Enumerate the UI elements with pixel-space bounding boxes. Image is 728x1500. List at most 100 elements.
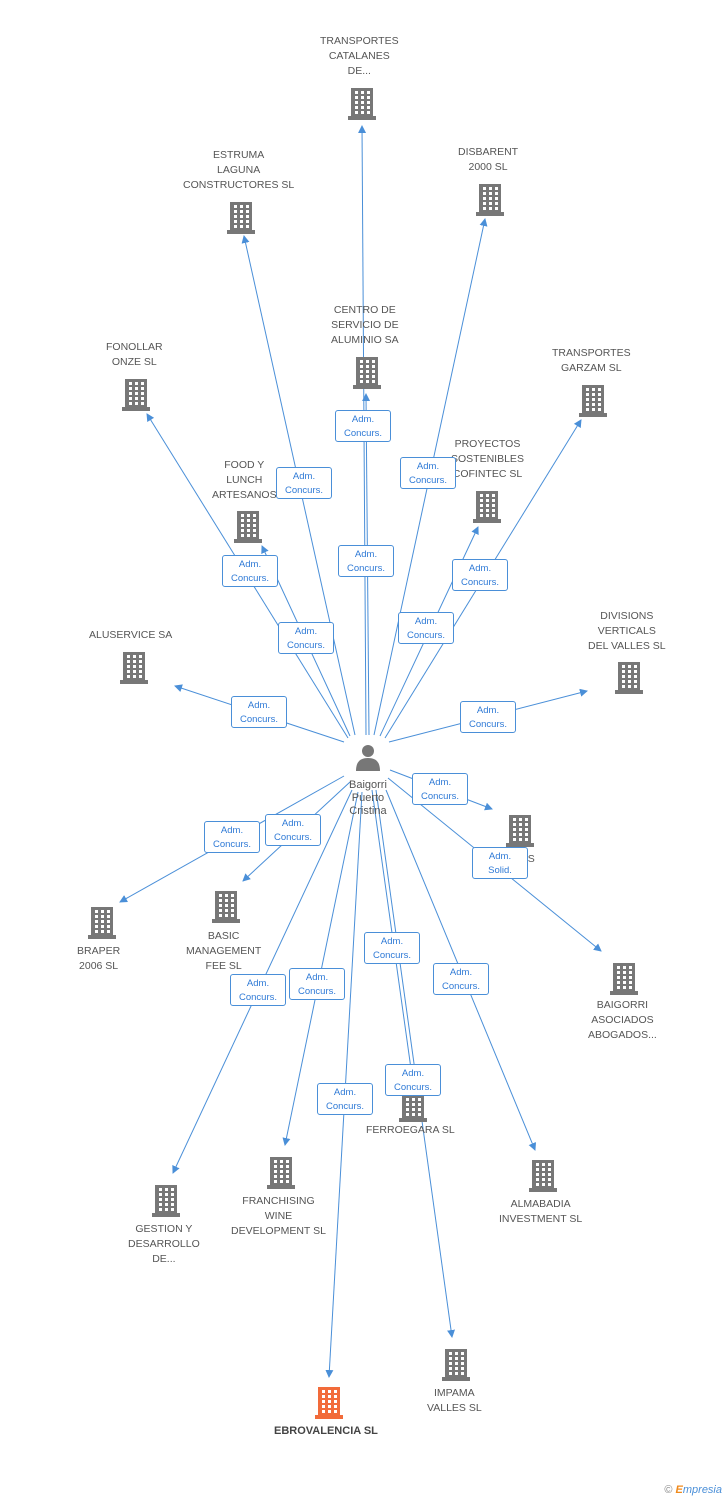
relation-tag-line: Adm. [292,471,316,482]
relation-tag-line: Adm. [449,967,473,978]
relation-tag-line: Concurs. [408,475,447,486]
company-label-line: SOSTENIBLES [451,453,524,465]
company-label-line: EBROVALENCIA SL [274,1425,378,1437]
company-label-ebrovalencia[interactable]: EBROVALENCIA SL [274,1424,378,1439]
relation-tag-estruma-laguna[interactable]: Adm.Concurs. [276,467,332,499]
relation-tag-gestion-desarrollo[interactable]: Adm.Concurs. [230,974,286,1006]
relation-tag-line: Adm. [414,616,438,627]
company-label-almabadia[interactable]: ALMABADIA INVESTMENT SL [499,1197,582,1227]
company-label-line: FRANCHISING [242,1195,315,1207]
building-icon[interactable] [226,200,256,234]
person-name-line: Baigorri [349,779,387,791]
building-icon[interactable] [266,1155,296,1189]
relation-tag-centro-servicio-aluminio[interactable]: Adm.Concurs. [338,545,394,577]
company-label-line: MANAGEMENT [186,945,262,957]
company-label-line: ALMABADIA [510,1198,571,1210]
building-icon[interactable] [233,509,263,543]
relation-tag-line: Adm. [281,818,305,829]
building-icon[interactable] [119,650,149,684]
relation-tag-line: Adm. [305,972,329,983]
relation-tag-asociados-sa[interactable]: Adm.Concurs. [412,773,468,805]
relation-tag-impama-valles[interactable]: Adm.Concurs. [385,1064,441,1096]
brand-name: mpresia [682,1484,722,1496]
building-icon[interactable] [441,1347,471,1381]
building-icon[interactable] [352,355,382,389]
relation-tag-baigorri-asociados[interactable]: Adm.Solid. [472,847,528,879]
company-label-line: DEL VALLES SL [588,640,666,652]
company-label-line: DESARROLLO [128,1238,200,1250]
building-icon[interactable] [347,86,377,120]
relation-tag-line: Concurs. [212,839,251,850]
building-icon[interactable] [475,182,505,216]
company-label-line: FERROEGARA SL [366,1124,455,1136]
relation-tag-transportes-catalanes[interactable]: Adm.Concurs. [335,410,391,442]
relation-tag-food-lunch[interactable]: Adm.Concurs. [278,622,334,654]
company-label-line: ASOCIADOS [591,1014,654,1026]
relation-tag-divisions-verticals[interactable]: Adm.Concurs. [460,701,516,733]
relation-tag-braper-2006[interactable]: Adm. Concurs. [204,821,260,853]
company-label-line: ONZE SL [111,356,157,368]
company-label-aluservice[interactable]: ALUSERVICE SA [89,628,172,643]
relation-tag-line: Solid. [488,865,512,876]
company-label-fonollar-onze[interactable]: FONOLLAR ONZE SL [106,340,163,370]
relation-tag-ferroegara[interactable]: Adm.Concurs. [364,932,420,964]
company-label-line: COFINTEC SL [452,468,523,480]
company-label-line: FEE SL [205,960,242,972]
building-icon[interactable] [578,383,608,417]
company-label-line: SERVICIO DE [331,319,399,331]
relation-tag-line: Concurs. [297,986,336,997]
relation-tag-line: Concurs. [460,577,499,588]
building-icon[interactable] [211,889,241,923]
building-icon[interactable] [505,813,535,847]
company-label-line: 2000 SL [468,161,508,173]
relation-tag-line: Adm. [220,825,244,836]
building-icon[interactable] [614,660,644,694]
relation-tag-line: Adm. [401,1068,425,1079]
company-label-line: CATALANES [328,50,390,62]
relation-tag-almabadia[interactable]: Adm.Concurs. [433,963,489,995]
person-icon[interactable] [353,742,383,772]
building-icon[interactable] [121,377,151,411]
building-icon[interactable] [472,489,502,523]
relation-tag-proyectos-sostenibles[interactable]: Adm.Concurs. [398,612,454,644]
building-icon[interactable] [87,905,117,939]
relation-tag-fonollar-onze[interactable]: Adm.Concurs. [222,555,278,587]
building-icon[interactable] [314,1385,344,1419]
edge-impama-valles [375,789,455,1338]
company-label-ferroegara[interactable]: FERROEGARA SL [366,1123,455,1138]
company-label-line: FONOLLAR [106,341,163,353]
building-icon[interactable] [609,961,639,995]
company-label-line: 2006 SL [79,960,119,972]
company-label-line: DISBARENT [458,146,519,158]
company-label-line: CENTRO DE [333,304,396,316]
relation-tag-transportes-garzam[interactable]: Adm.Concurs. [452,559,508,591]
building-icon[interactable] [151,1183,181,1217]
company-label-line: ABOGADOS... [588,1029,657,1041]
relation-tag-line: Concurs. [325,1101,364,1112]
relation-tag-franchising-wine[interactable]: Adm. Concurs. [289,968,345,1000]
company-label-line: INVESTMENT SL [499,1213,583,1225]
relation-tag-line: Concurs. [238,992,277,1003]
relation-tag-disbarent-2000[interactable]: Adm.Concurs. [400,457,456,489]
relation-tag-line: Adm. [354,549,378,560]
relation-tag-ebrovalencia[interactable]: Adm.Concurs. [317,1083,373,1115]
relation-tag-basic-management[interactable]: Adm.Concurs. [265,814,321,846]
company-label-disbarent-2000[interactable]: DISBARENT 2000 SL [458,145,518,175]
relation-tag-aluservice[interactable]: Adm.Concurs. [231,696,287,728]
empresia-watermark: © Empresia [664,1484,722,1496]
building-icon[interactable] [528,1158,558,1192]
